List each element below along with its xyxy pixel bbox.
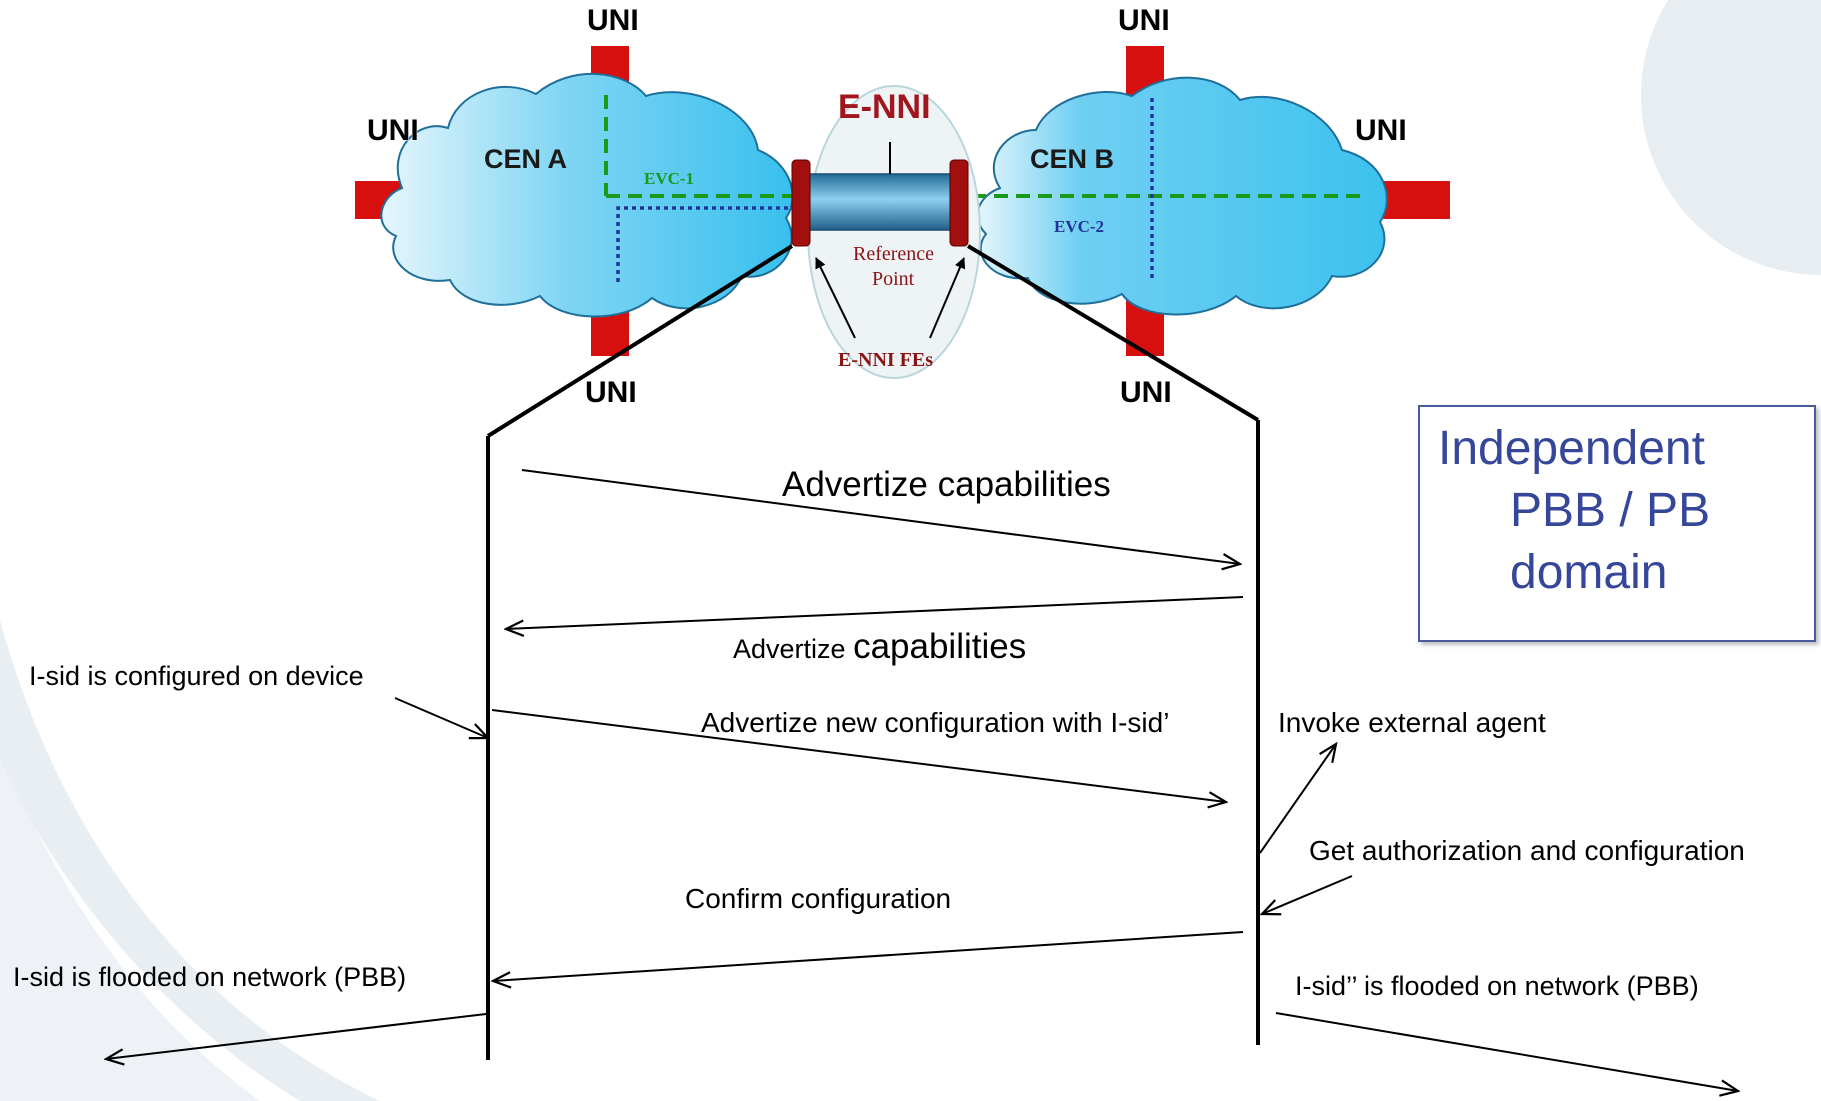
enni-pipe (803, 173, 957, 231)
note-i-sid-flooded-right: I-sid’’ is flooded on network (PBB) (1295, 971, 1699, 1001)
evc-2-path (616, 98, 1154, 282)
enni-fes-label: E-NNI FEs (838, 349, 933, 371)
message-label-part-small: Advertize (733, 634, 853, 664)
message-label-part-large: capabilities (853, 627, 1026, 666)
note-get-authorization: Get authorization and configuration (1309, 835, 1745, 866)
evc-2-label: EVC-2 (1054, 217, 1104, 236)
message-arrow-advertize-capabilities-2 (506, 596, 1244, 629)
domain-callout-box: Independent PBB / PB domain (1418, 405, 1816, 642)
message-arrow-advertize-capabilities-1 (521, 469, 1240, 564)
message-label-new-configuration: Advertize new configuration with I-sid’ (701, 707, 1169, 738)
evc-1-path (604, 95, 1360, 198)
uni-label-right: UNI (1355, 114, 1407, 147)
note-arrow-configured (394, 697, 488, 738)
note-arrow-authorization (1262, 875, 1353, 914)
enni-fe-left (791, 159, 811, 247)
message-label-confirm-configuration: Confirm configuration (685, 883, 951, 914)
cen-b-label: CEN B (1030, 144, 1114, 174)
uni-label-bottom-right: UNI (1120, 376, 1172, 409)
domain-box-line-1: Independent (1438, 422, 1705, 475)
note-arrow-flooded-right (1275, 1012, 1738, 1091)
note-arrow-flooded-left (106, 1013, 487, 1059)
uni-label-top-right: UNI (1118, 4, 1170, 37)
evc-1-label: EVC-1 (644, 169, 694, 188)
reference-point-label-line1: Reference (853, 243, 934, 265)
domain-box-line-2: PBB / PB (1510, 484, 1711, 537)
uni-label-bottom-left: UNI (585, 376, 637, 409)
cloud-cen-a (380, 73, 794, 318)
domain-box-line-3: domain (1510, 546, 1668, 599)
zoom-lines (486, 244, 1260, 438)
enni-fe-right (949, 159, 969, 247)
note-i-sid-configured: I-sid is configured on device (29, 661, 364, 691)
note-arrow-invoke-agent (1259, 744, 1336, 854)
note-i-sid-flooded-left: I-sid is flooded on network (PBB) (13, 962, 406, 992)
message-label-advertize-capabilities-1: Advertize capabilities (782, 465, 1111, 504)
message-label-advertize-capabilities-2: Advertize capabilities (733, 627, 1026, 666)
enni-label: E-NNI (838, 88, 931, 126)
note-invoke-external-agent: Invoke external agent (1278, 707, 1546, 738)
uni-label-left: UNI (367, 114, 419, 147)
reference-point-label-line2: Point (872, 268, 915, 290)
uni-label-top-left: UNI (587, 4, 639, 37)
enni-fe-arrow-right (929, 257, 966, 339)
enni-fe-arrow-left (815, 257, 856, 339)
message-arrow-new-configuration (491, 709, 1226, 802)
cen-a-label: CEN A (484, 144, 567, 174)
message-arrow-confirm-configuration (493, 931, 1244, 981)
